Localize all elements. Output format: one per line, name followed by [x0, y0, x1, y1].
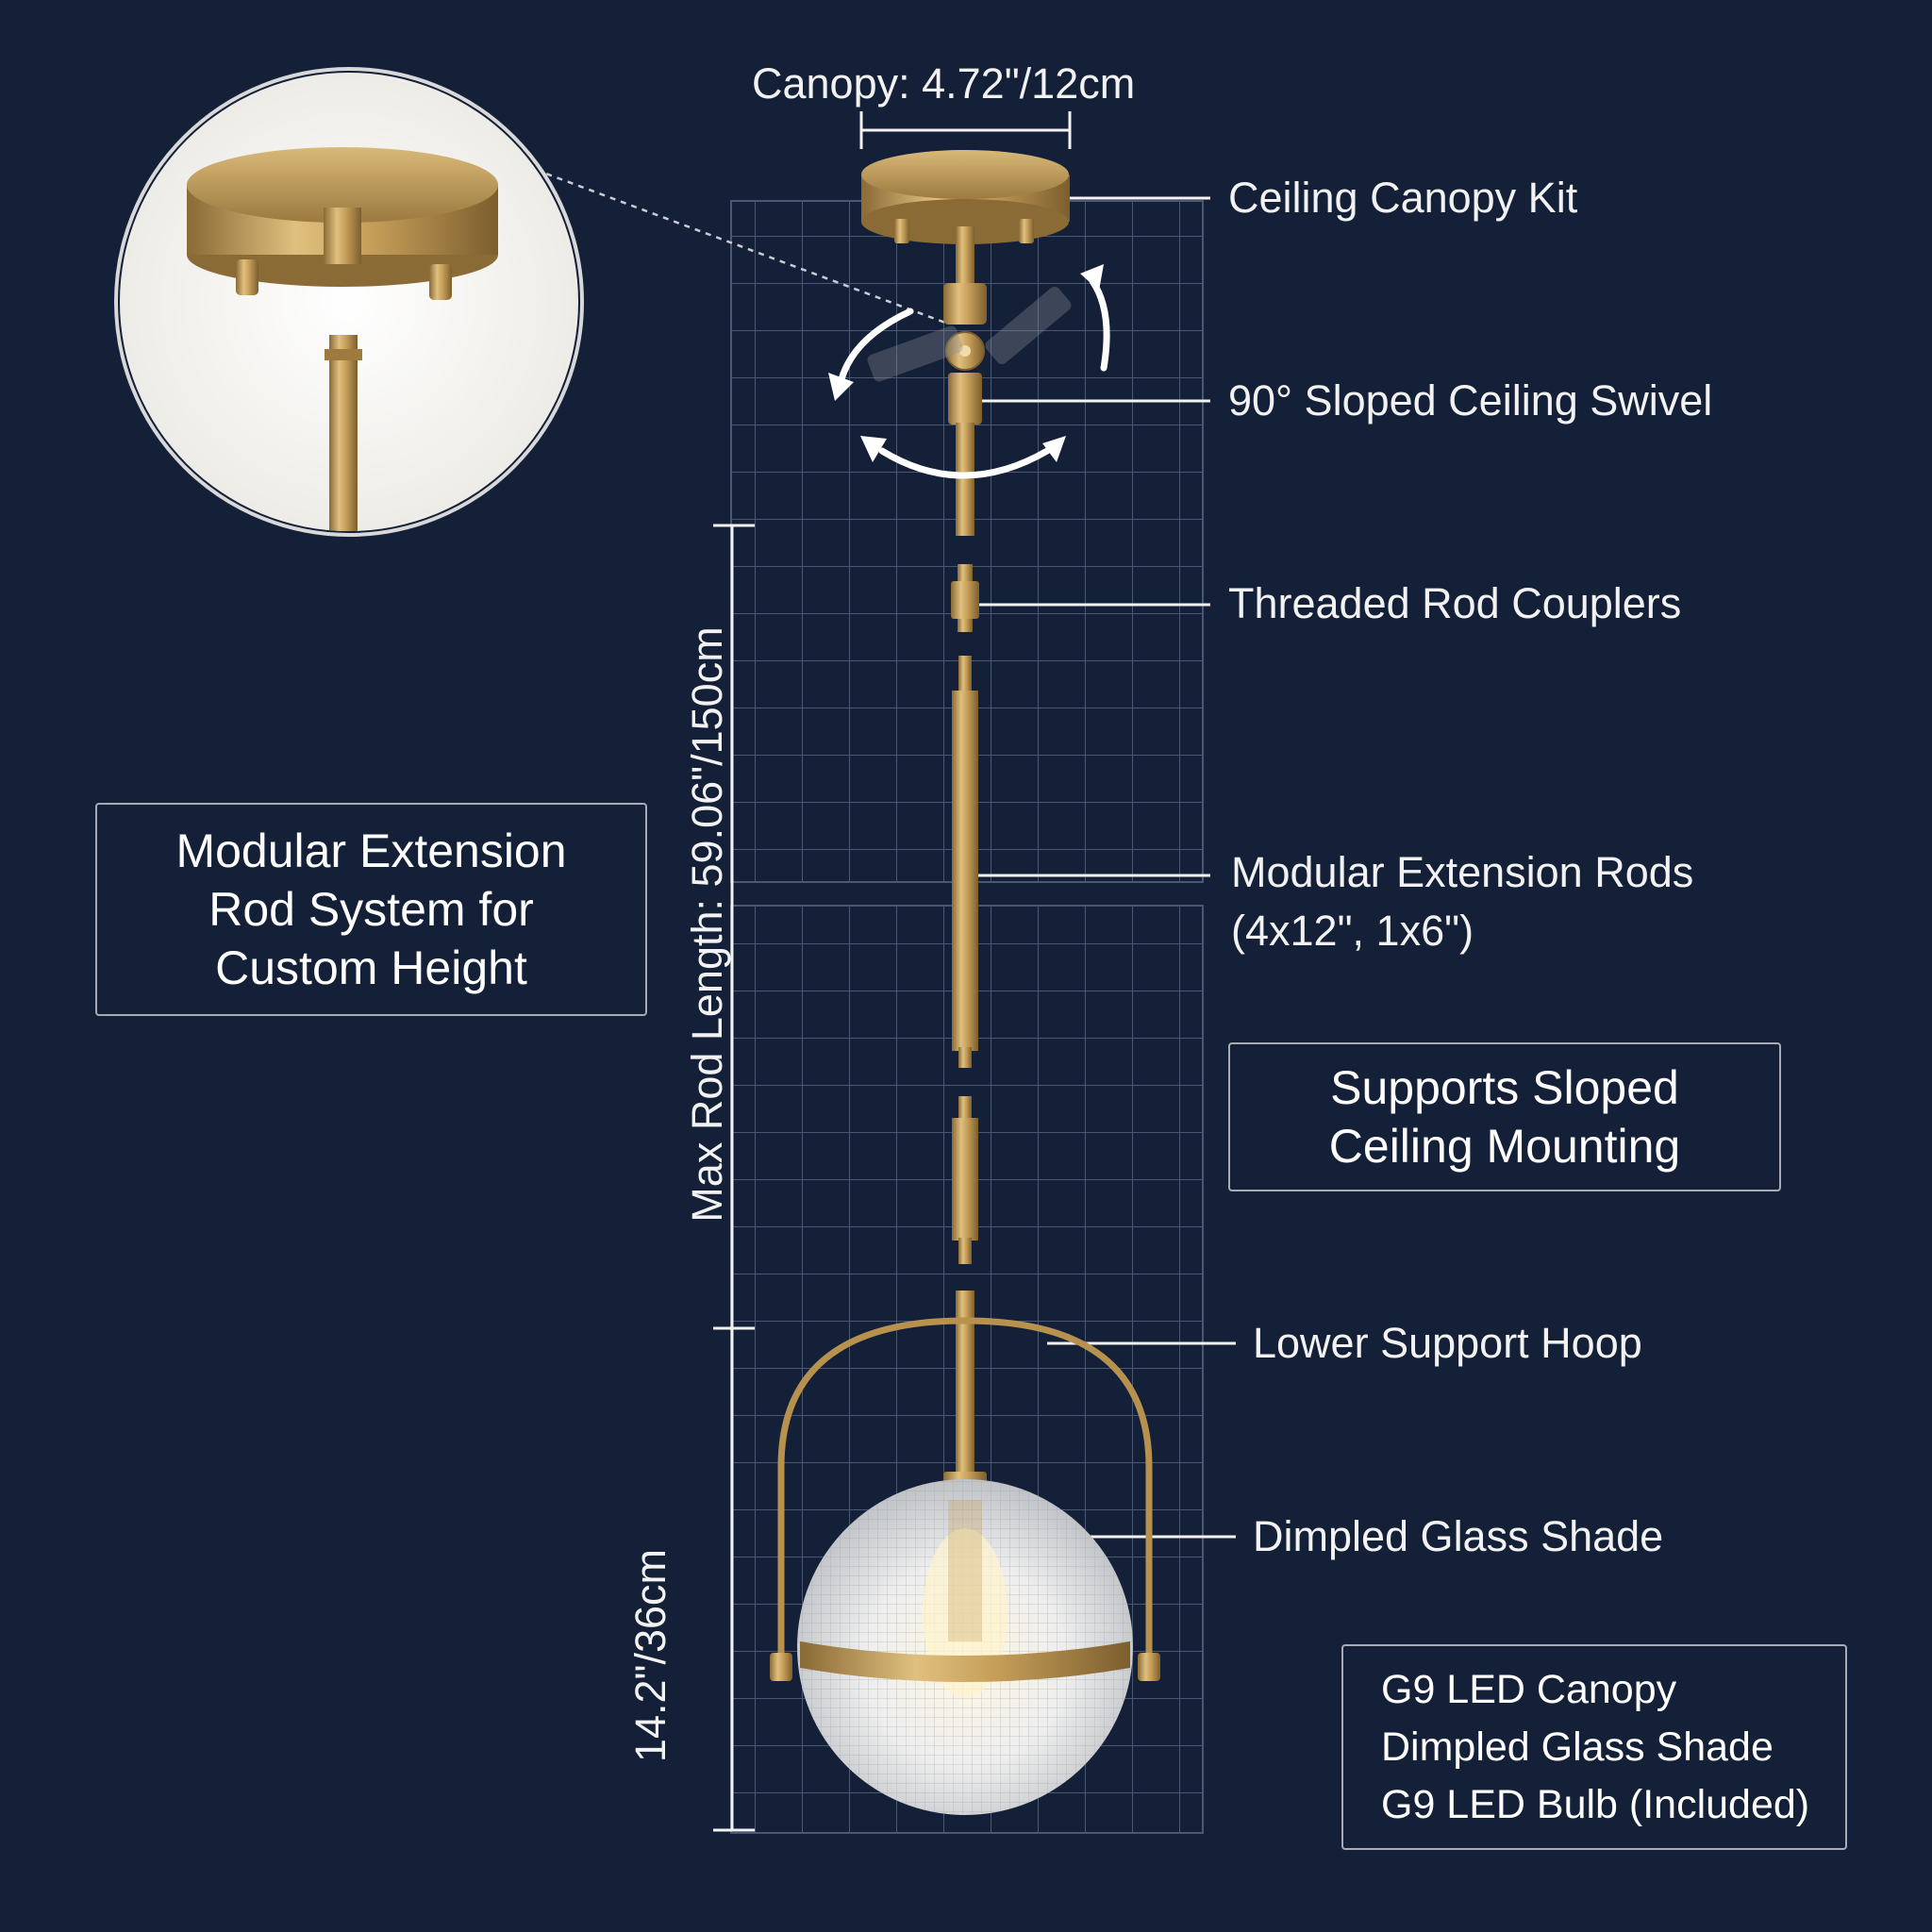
max-rod-length-label: Max Rod Length: 59.06"/150cm	[683, 626, 731, 1223]
sloped-ceiling-swivel	[867, 226, 1072, 536]
arrowheads	[828, 264, 1104, 462]
callout-lower-support-hoop: Lower Support Hoop	[1253, 1319, 1642, 1367]
included-item-3: G9 LED Bulb (Included)	[1381, 1781, 1810, 1827]
canopy-dimension-bracket	[859, 111, 1072, 149]
shade-height-label: 14.2"/36cm	[626, 1548, 675, 1763]
callout-modular-extension-rods-sizes: (4x12", 1x6")	[1231, 907, 1474, 955]
modular-feature-line-2: Rod System for	[208, 883, 534, 936]
callout-dimpled-glass-shade: Dimpled Glass Shade	[1253, 1512, 1664, 1560]
modular-feature-line-1: Modular Extension	[175, 824, 567, 877]
modular-feature-line-3: Custom Height	[215, 941, 527, 994]
canopy-closeup-inset	[114, 67, 584, 537]
sloped-feature-line-1: Supports Sloped	[1330, 1061, 1679, 1114]
sloped-feature-line-2: Ceiling Mounting	[1328, 1120, 1681, 1173]
extension-rod-short	[952, 1096, 978, 1264]
ceiling-canopy	[861, 150, 1070, 244]
callout-threaded-rod-couplers: Threaded Rod Couplers	[1228, 579, 1682, 627]
shade-height-bracket	[713, 1328, 755, 1832]
extension-rod-long	[952, 656, 978, 1068]
included-item-2: Dimpled Glass Shade	[1381, 1724, 1774, 1770]
included-item-1: G9 LED Canopy	[1381, 1666, 1677, 1712]
included-items-box: G9 LED Canopy Dimpled Glass Shade G9 LED…	[1341, 1644, 1847, 1850]
lower-support-hoop	[770, 1291, 1160, 1681]
canopy-dimension-label: Canopy: 4.72"/12cm	[752, 59, 1136, 108]
callout-ceiling-canopy-kit: Ceiling Canopy Kit	[1228, 174, 1578, 222]
callout-modular-extension-rods: Modular Extension Rods	[1231, 848, 1694, 896]
modular-feature-box: Modular Extension Rod System for Custom …	[95, 803, 647, 1016]
rod-length-bracket	[713, 524, 755, 1330]
sloped-feature-box: Supports Sloped Ceiling Mounting	[1228, 1042, 1781, 1191]
inset-connector	[535, 168, 946, 325]
threaded-coupler	[951, 564, 979, 632]
callout-leaders	[977, 196, 1236, 1539]
dimpled-glass-shade	[797, 1479, 1133, 1815]
callout-sloped-ceiling-swivel: 90° Sloped Ceiling Swivel	[1228, 376, 1713, 425]
